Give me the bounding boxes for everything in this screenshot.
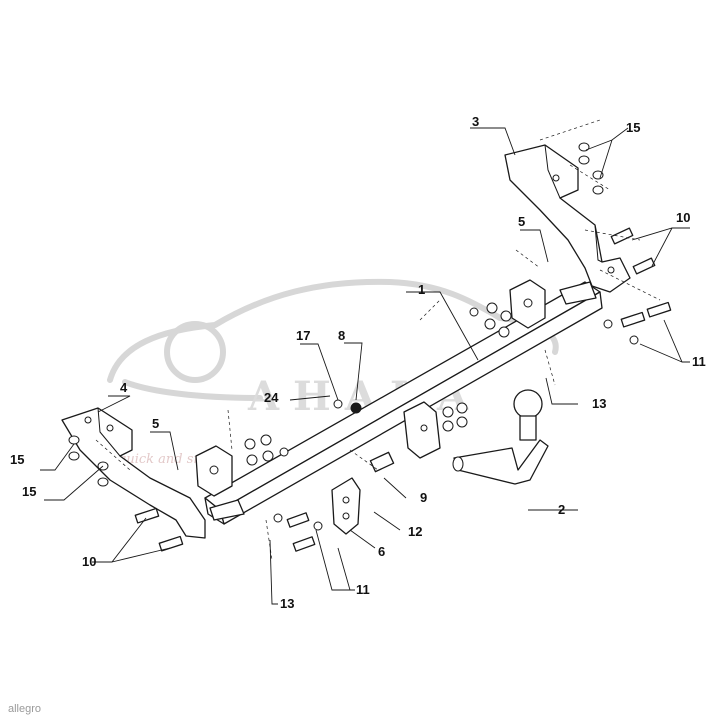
center-bracket bbox=[403, 401, 441, 459]
callout-12: 12 bbox=[408, 524, 422, 539]
bolts-right-upper bbox=[610, 227, 656, 275]
callout-leaders bbox=[40, 127, 690, 605]
leader-9 bbox=[383, 477, 407, 499]
callout-13-bottom: 13 bbox=[280, 596, 294, 611]
footer-label: allegro bbox=[8, 703, 41, 715]
nuts-right-beam bbox=[469, 302, 512, 338]
nuts-left-beam bbox=[244, 434, 289, 466]
leader-10-right bbox=[631, 227, 690, 267]
callout-6: 6 bbox=[378, 544, 385, 559]
leader-5-right bbox=[520, 229, 549, 263]
callout-11-bottom: 11 bbox=[356, 582, 370, 597]
callout-3: 3 bbox=[472, 114, 479, 129]
leader-13-right bbox=[545, 377, 578, 405]
watermark-car-wheel bbox=[164, 321, 226, 383]
callout-17: 17 bbox=[296, 328, 310, 343]
plate-right bbox=[509, 279, 546, 329]
leader-13-bottom bbox=[269, 539, 278, 605]
leader-15-left-b bbox=[44, 465, 104, 501]
leader-3 bbox=[470, 127, 516, 156]
callout-2: 2 bbox=[558, 502, 565, 517]
leader-11-bottom bbox=[315, 529, 355, 591]
leader-17 bbox=[300, 343, 339, 401]
leader-1 bbox=[406, 291, 479, 361]
bracket-left bbox=[61, 407, 206, 539]
callout-15-left-b: 15 bbox=[22, 484, 36, 499]
callout-5-right: 5 bbox=[518, 214, 525, 229]
bolts-bottom bbox=[273, 512, 323, 552]
callout-11-right: 11 bbox=[692, 354, 706, 369]
callout-15-left-a: 15 bbox=[10, 452, 24, 467]
leader-6 bbox=[349, 529, 376, 549]
leader-11-right bbox=[639, 319, 690, 363]
callout-10-right: 10 bbox=[676, 210, 690, 225]
callout-13-right: 13 bbox=[592, 396, 606, 411]
callout-10-left: 10 bbox=[82, 554, 96, 569]
bolts-right-lower bbox=[603, 301, 672, 345]
bolts-left-lower bbox=[134, 507, 184, 552]
washers-top-right bbox=[578, 142, 604, 195]
nuts-center bbox=[333, 399, 468, 432]
callout-4: 4 bbox=[120, 380, 128, 395]
callout-labels: 1 2 3 4 5 5 6 8 9 10 10 11 11 12 13 13 1… bbox=[10, 114, 706, 611]
callout-8: 8 bbox=[338, 328, 345, 343]
assembly-lines bbox=[95, 119, 661, 561]
fastener-groups bbox=[68, 142, 672, 552]
leader-15-left-a bbox=[40, 443, 75, 471]
leader-15-top bbox=[585, 127, 629, 179]
leader-12 bbox=[373, 511, 401, 531]
callout-1: 1 bbox=[418, 282, 425, 297]
bracket-right bbox=[504, 144, 631, 293]
leader-8 bbox=[344, 342, 363, 401]
beam-end-cap-right bbox=[559, 281, 597, 305]
leader-10-left bbox=[92, 517, 171, 563]
leader-5-left bbox=[150, 431, 179, 471]
beam-end-cap-left bbox=[209, 499, 245, 521]
socket-plate bbox=[331, 477, 361, 535]
pin-bolt bbox=[369, 451, 395, 473]
callout-9: 9 bbox=[420, 490, 427, 505]
callout-15-top: 15 bbox=[626, 120, 640, 135]
callout-5-left: 5 bbox=[152, 416, 159, 431]
plate-left bbox=[195, 445, 233, 497]
tow-ball bbox=[452, 389, 549, 485]
callout-24: 24 bbox=[264, 390, 279, 405]
leader-24 bbox=[289, 395, 331, 401]
leader-4 bbox=[97, 395, 131, 413]
